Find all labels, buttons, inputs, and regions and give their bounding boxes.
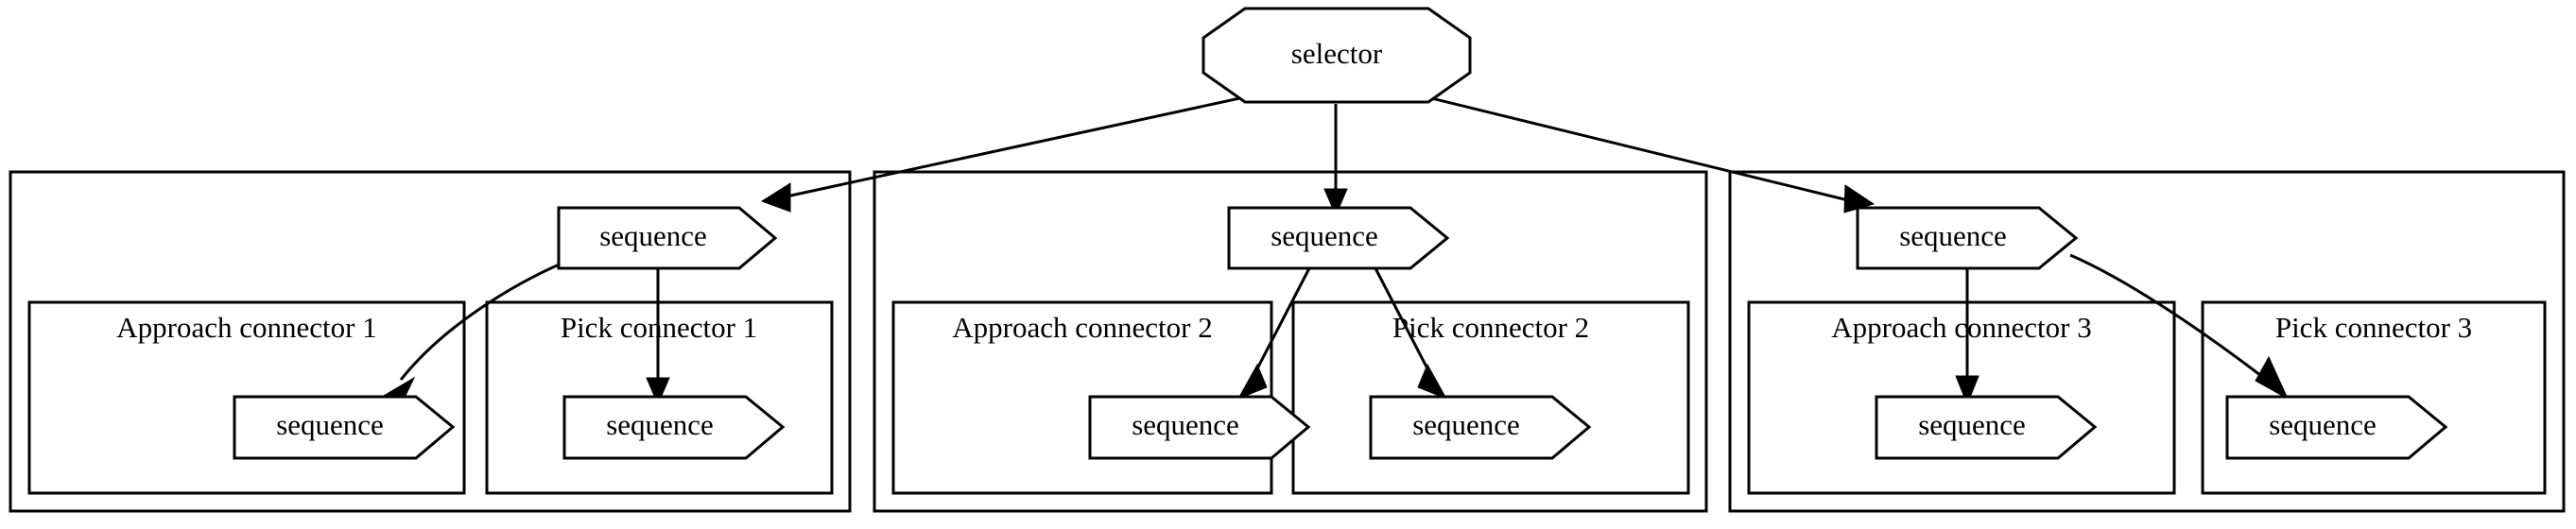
- arrow-head-group3-to-approach3: [1955, 375, 1980, 406]
- node-approach2-sequence-label: sequence: [1132, 408, 1239, 441]
- edge-selector-to-group1: [786, 93, 1258, 198]
- node-selector[interactable]: [1202, 7, 1472, 104]
- arrow-head-selector-to-group1: [760, 182, 791, 213]
- edge-group1-to-approach1: [399, 261, 564, 381]
- node-pick3-sequence-label: sequence: [2269, 408, 2377, 441]
- node-pick3-sequence[interactable]: [2225, 395, 2448, 460]
- node-approach1-sequence-label: sequence: [276, 408, 384, 441]
- cluster-label-pick-connector-2: Pick connector 2: [1392, 311, 1589, 344]
- arrow-head-selector-to-group2: [1323, 188, 1348, 217]
- edge-group2-to-approach2: [1252, 267, 1311, 377]
- node-group1-sequence-label: sequence: [599, 219, 707, 252]
- arrow-head-group2-to-approach2: [1236, 363, 1268, 400]
- node-pick1-sequence[interactable]: [562, 395, 786, 460]
- arrow-head-group1-to-pick1: [646, 377, 670, 406]
- edge-group2-to-pick2: [1374, 267, 1433, 377]
- cluster-label-pick-connector-3: Pick connector 3: [2275, 311, 2472, 344]
- node-approach2-sequence[interactable]: [1088, 395, 1311, 460]
- node-group2-sequence[interactable]: [1227, 206, 1450, 270]
- node-pick1-sequence-label: sequence: [606, 408, 714, 441]
- node-approach3-sequence[interactable]: [1875, 395, 2098, 460]
- node-group2-sequence-label: sequence: [1271, 219, 1378, 252]
- node-selector-label: selector: [1291, 37, 1383, 70]
- node-group3-sequence[interactable]: [1856, 206, 2079, 270]
- cluster-label-approach-connector-1: Approach connector 1: [116, 311, 376, 344]
- node-approach1-sequence[interactable]: [233, 395, 456, 460]
- cluster-label-approach-connector-3: Approach connector 3: [1831, 311, 2091, 344]
- node-approach3-sequence-label: sequence: [1918, 408, 2026, 441]
- node-group1-sequence[interactable]: [557, 206, 778, 270]
- node-pick2-sequence-label: sequence: [1412, 408, 1520, 441]
- arrow-head-group2-to-pick2: [1417, 363, 1448, 400]
- arrow-head-group3-to-pick3: [2255, 355, 2290, 401]
- node-group3-sequence-label: sequence: [1899, 219, 2007, 252]
- edge-group3-to-pick3: [2069, 253, 2270, 384]
- cluster-label-approach-connector-2: Approach connector 2: [952, 311, 1212, 344]
- node-pick2-sequence[interactable]: [1369, 395, 1592, 460]
- edge-selector-to-group3: [1415, 93, 1849, 202]
